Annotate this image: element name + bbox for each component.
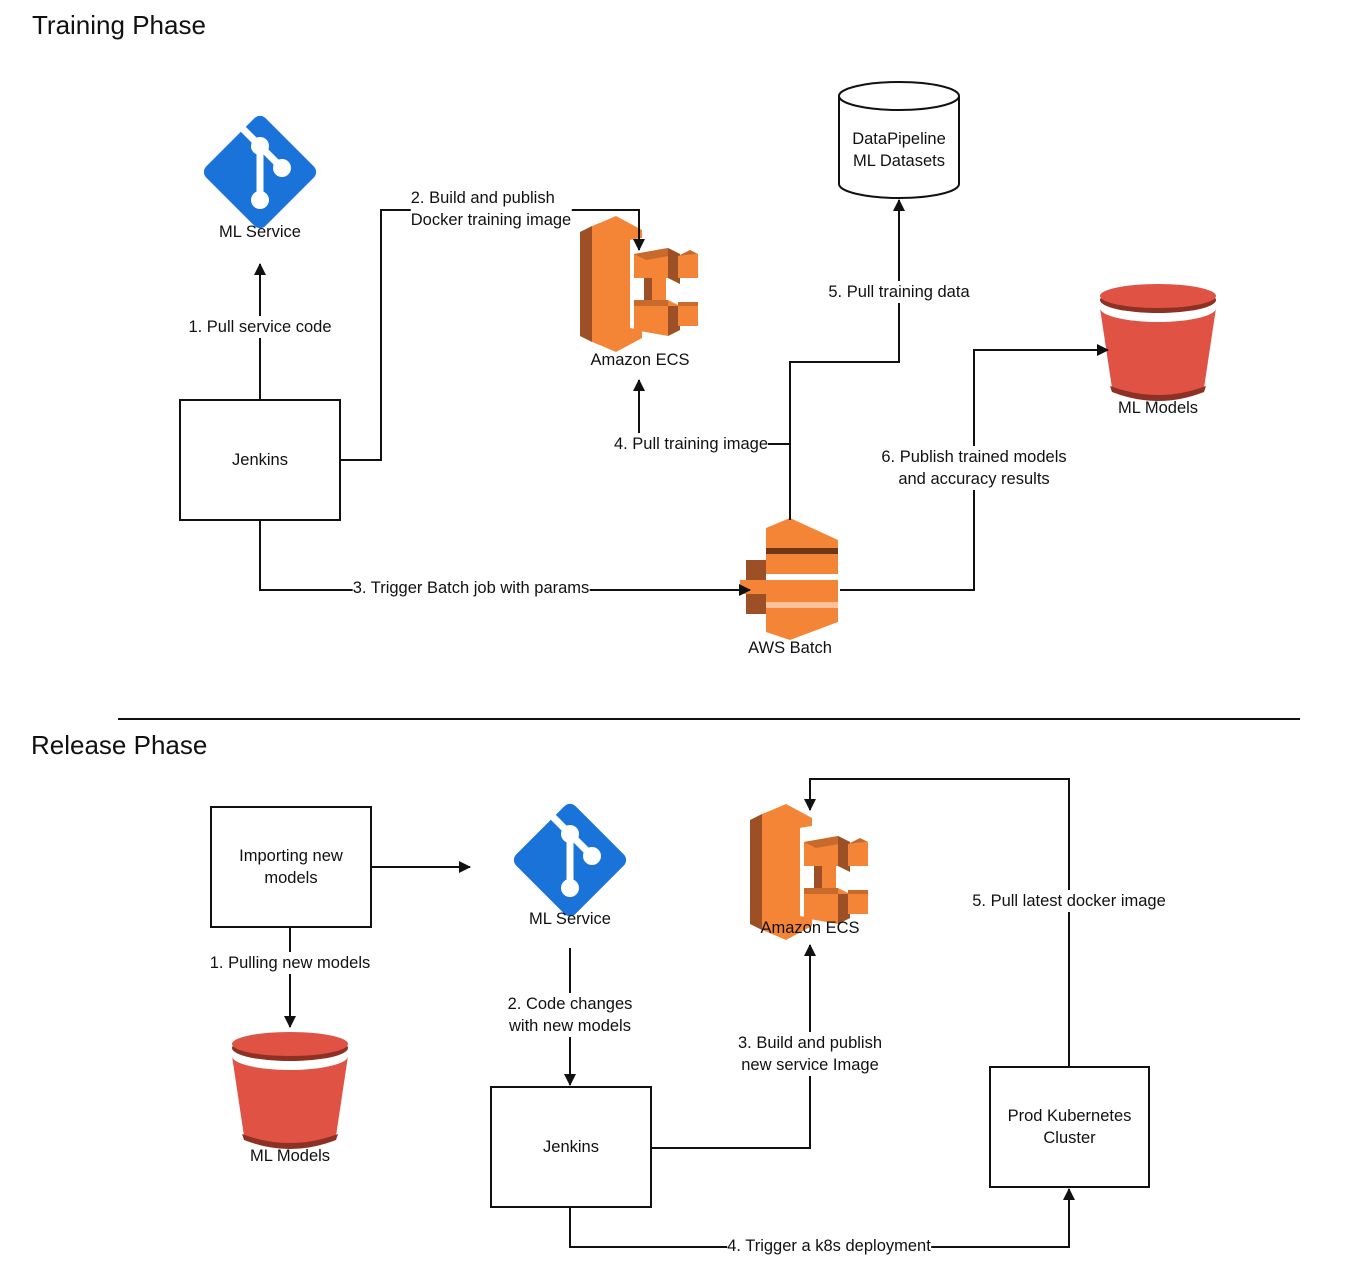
aws-batch-icon: [740, 518, 838, 640]
training-phase-title: Training Phase: [32, 10, 206, 40]
jenkins-label: Jenkins: [543, 1138, 599, 1156]
ml-models-label: ML Models: [1117, 399, 1199, 417]
ml-service-label: ML Service: [529, 910, 611, 928]
edge-label-pulling-new-models: 1. Pulling new models: [209, 952, 371, 974]
edge-label-line: Docker training image: [410, 211, 572, 229]
aws-batch-label: AWS Batch: [748, 639, 832, 657]
edge-label-line: 3. Build and publish: [737, 1034, 883, 1052]
edge-pull-training-data: [789, 199, 905, 444]
importing-models-label: Importing new models: [239, 845, 343, 889]
edge-build-publish-service-image: [651, 944, 816, 1149]
git-icon: [511, 801, 630, 920]
amazon-ecs-label: Amazon ECS: [760, 919, 860, 937]
edge-label-pull-training-image: 4. Pull training image: [613, 433, 769, 455]
importing-models-node[interactable]: Importing new models: [210, 806, 372, 928]
edge-label-line: 6. Publish trained models: [881, 448, 1067, 466]
jenkins-label: Jenkins: [232, 451, 288, 469]
k8s-cluster-node[interactable]: Prod Kubernetes Cluster: [989, 1066, 1150, 1188]
edge-label-pull-training-data: 5. Pull training data: [828, 281, 970, 303]
datasets-label: DataPipeline ML Datasets: [852, 128, 946, 172]
edge-label-line: 2. Code changes: [507, 995, 633, 1013]
k8s-cluster-label: Prod Kubernetes Cluster: [1008, 1105, 1132, 1149]
edge-label-build-publish: 2. Build and publish Docker training ima…: [410, 187, 572, 231]
edge-label-code-changes: 2. Code changes with new models: [507, 993, 633, 1037]
edge-label-pull-service-code: 1. Pull service code: [188, 316, 332, 338]
edge-pull-latest-image: [804, 778, 1070, 1067]
ml-models-label: ML Models: [249, 1147, 331, 1165]
edge-label-trigger-k8s: 4. Trigger a k8s deployment: [727, 1235, 931, 1257]
k8s-line1: Prod Kubernetes: [1007, 1107, 1132, 1125]
k8s-line2: Cluster: [1043, 1129, 1096, 1147]
s3-bucket-icon: [1100, 284, 1216, 401]
importing-line1: Importing new: [239, 847, 343, 865]
release-phase-title: Release Phase: [31, 730, 208, 760]
git-icon: [201, 113, 320, 232]
edge-label-build-publish-service: 3. Build and publish new service Image: [737, 1032, 883, 1076]
edge-build-publish-training-image: [341, 209, 645, 461]
edge-label-line: with new models: [509, 1017, 631, 1035]
importing-line2: models: [264, 869, 318, 887]
amazon-ecs-label: Amazon ECS: [590, 351, 690, 369]
datasets-label-line1: DataPipeline: [852, 130, 946, 148]
s3-bucket-icon: [232, 1032, 348, 1149]
datasets-label-line2: ML Datasets: [852, 152, 945, 170]
datasets-cylinder-icon: [838, 81, 960, 199]
edge-label-pull-latest-image: 5. Pull latest docker image: [972, 890, 1166, 912]
edge-label-publish-models: 6. Publish trained models and accuracy r…: [881, 446, 1067, 490]
jenkins-node[interactable]: Jenkins: [179, 399, 341, 521]
edge-label-trigger-batch: 3. Trigger Batch job with params: [352, 577, 590, 599]
edge-label-line: 2. Build and publish: [410, 189, 555, 207]
jenkins-node[interactable]: Jenkins: [490, 1086, 652, 1208]
ml-service-label: ML Service: [219, 223, 301, 241]
edge-label-line: new service Image: [741, 1056, 879, 1074]
edge-label-line: and accuracy results: [898, 470, 1050, 488]
